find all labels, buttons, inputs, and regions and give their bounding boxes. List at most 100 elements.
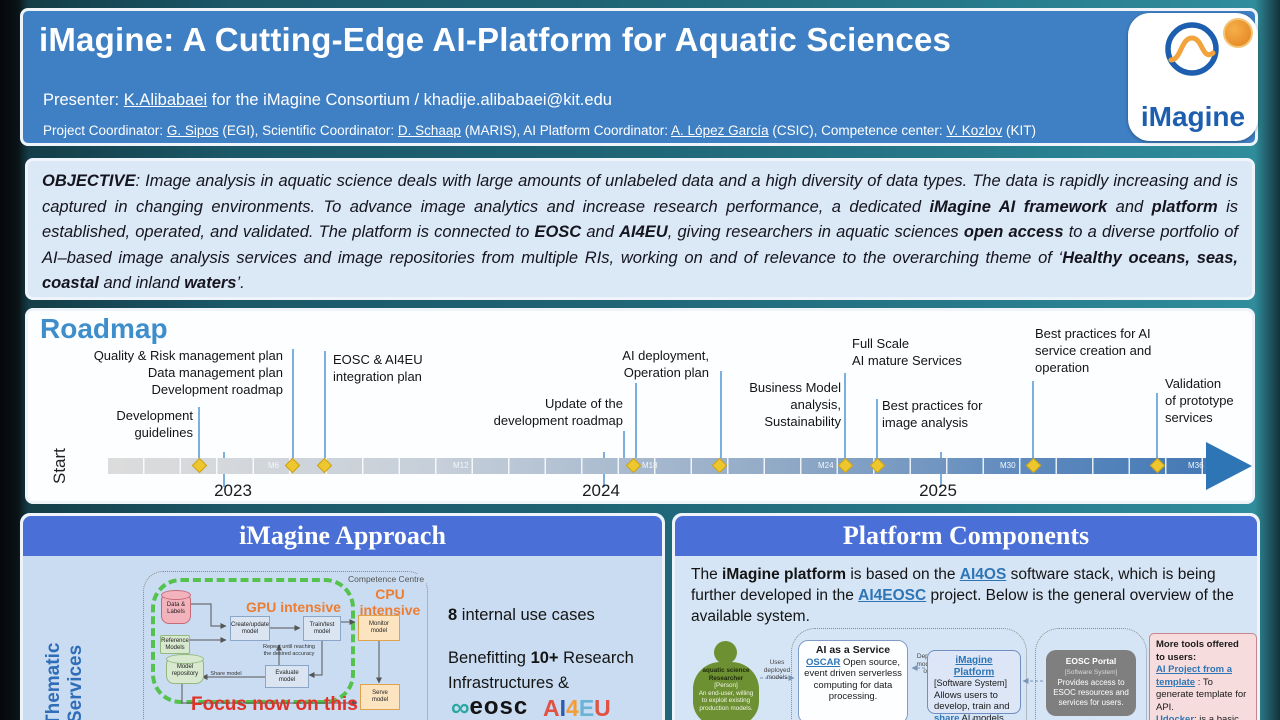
milestone-label: Business Model analysis, Sustainability xyxy=(749,380,841,429)
year-label: 2023 xyxy=(214,481,252,500)
focus-region-outline xyxy=(151,578,355,704)
coordinators-line: Project Coordinator: G. Sipos (EGI), Sci… xyxy=(43,123,1036,138)
eosc-dotted-region xyxy=(1035,628,1147,720)
box-text: Allows users to develop, train and xyxy=(934,689,1010,713)
milestone-label: Best practices for AI service creation a… xyxy=(1035,326,1152,375)
objective-panel: OBJECTIVE: Image analysis in aquatic sci… xyxy=(25,158,1255,300)
objective-segment: to a diverse portfolio of AI–based image… xyxy=(42,223,1239,267)
coordinator-name-link[interactable]: G. Sipos xyxy=(166,123,219,138)
presenter-label: Presenter: xyxy=(43,91,124,109)
ai4eu-letter: A xyxy=(543,695,560,720)
researcher-person-icon: aquatic science Researcher[Person]An end… xyxy=(693,641,759,720)
approach-panel: iMagine Approach Thematic Services Compe… xyxy=(20,513,665,720)
create-update-node: Create/update model xyxy=(230,616,270,641)
evaluate-node: Evaluate model xyxy=(265,665,309,688)
ai4os-link[interactable]: AI4OS xyxy=(959,566,1007,583)
milestone-label: Development guidelines xyxy=(116,408,193,440)
ai4eu-letter: 4 xyxy=(566,695,579,720)
repeat-note: Repeat until reaching the desired accura… xyxy=(263,644,315,657)
approach-header: iMagine Approach xyxy=(23,516,662,556)
timeline-tick-label: M24 xyxy=(818,461,834,470)
uses-arrow-label: Uses deployed models xyxy=(763,659,791,681)
coordinator-affil: (CSIC), xyxy=(768,123,822,138)
stat-text: internal use cases xyxy=(457,606,595,624)
objective-segment: Healthy oceans, seas, coastal xyxy=(42,248,1238,293)
udocker-link[interactable]: Udocker xyxy=(1156,714,1195,720)
timeline-tick-label: M6 xyxy=(268,461,280,470)
monitor-node: Monitor model xyxy=(358,615,400,641)
presenter-name-link[interactable]: K.Alibabaei xyxy=(123,91,208,109)
train-test-node: Train/test model xyxy=(303,616,341,641)
logo-wave-icon xyxy=(1165,22,1219,76)
objective-segment: waters xyxy=(184,274,237,292)
coordinator-name-link[interactable]: A. López García xyxy=(671,123,769,138)
stat-text: Research Infrastructures & xyxy=(448,649,634,692)
timeline-bar xyxy=(108,458,1208,474)
node-label: Monitor model xyxy=(368,621,389,634)
objective-segment: : Image analysis in aquatic science deal… xyxy=(42,172,1238,216)
box-title: More tools offered to users: xyxy=(1156,639,1239,663)
presenter-line: Presenter: K.Alibabaei for the iMagine C… xyxy=(43,91,612,110)
share-link[interactable]: share xyxy=(934,712,960,720)
objective-segment: EOSC xyxy=(534,223,582,241)
platform-header: Platform Components xyxy=(675,516,1257,556)
eosc-portal-box: EOSC Portal[Software System]Provides acc… xyxy=(1046,650,1136,716)
ai4eosc-link[interactable]: AI4EOSC xyxy=(858,587,927,604)
timeline-tick-label: M36 xyxy=(1188,461,1204,470)
roadmap-panel: Roadmap Start M6 M12 M18 M xyxy=(25,308,1255,504)
imagine-platform-box: iMagine Platform[Software System]Allows … xyxy=(927,650,1021,720)
ai4eu-letter: I xyxy=(559,695,567,720)
stat-number: 8 xyxy=(448,606,458,624)
flow-arrow xyxy=(308,641,323,678)
stat-text: Benefitting xyxy=(448,649,531,667)
eosc-logo: ∞eosc xyxy=(451,692,528,720)
approach-arrows xyxy=(181,603,382,706)
objective-text: OBJECTIVE: Image analysis in aquatic sci… xyxy=(42,169,1238,297)
node-label: Evaluate model xyxy=(275,669,299,683)
objective-segment: ’. xyxy=(236,274,245,292)
timeline-tick-label: M18 xyxy=(642,461,658,470)
node-label: Serve model xyxy=(371,690,389,703)
person-body: aquatic science Researcher[Person]An end… xyxy=(693,662,759,720)
coordinator-name-link[interactable]: D. Schaap xyxy=(397,123,461,138)
platform-arrows xyxy=(760,665,1094,720)
objective-segment: AI4EU xyxy=(619,223,668,241)
ai4eu-letter: U xyxy=(594,695,611,720)
node-label: Create/update model xyxy=(230,621,270,635)
ai4eu-letter: E xyxy=(578,695,595,720)
intro-segment: is based on the xyxy=(846,566,960,583)
node-label: Reference Models xyxy=(161,637,189,651)
ai4eu-logo: AI4EU xyxy=(543,695,611,720)
flow-arrow xyxy=(181,680,358,706)
milestone-label: EOSC & AI4EU integration plan xyxy=(333,352,423,384)
person-title: aquatic science Researcher xyxy=(702,667,750,682)
header-panel: iMagine: A Cutting-Edge AI-Platform for … xyxy=(20,8,1258,146)
services-dotted-region xyxy=(791,628,1027,720)
platform-panel: Platform Components The iMagine platform… xyxy=(672,513,1260,720)
coordinator-affil: (EGI), xyxy=(218,123,263,138)
coordinator-name-link[interactable]: V. Kozlov xyxy=(946,123,1003,138)
more-tools-box: More tools offered to users:AI Project f… xyxy=(1149,633,1257,720)
box-title: EOSC Portal xyxy=(1065,656,1117,666)
objective-segment: is established, operated, and validated.… xyxy=(42,197,1239,242)
oscar-link[interactable]: OSCAR xyxy=(806,656,841,668)
roadmap-title: Roadmap xyxy=(40,313,168,344)
competence-centre-label: Competence Centre xyxy=(346,574,427,584)
milestone-label: Quality & Risk management plan Data mana… xyxy=(93,348,283,397)
coordinator-affil: (MARIS), xyxy=(460,123,524,138)
objective-segment: and xyxy=(1107,197,1152,216)
year-label: 2024 xyxy=(582,481,620,500)
imagine-platform-link[interactable]: iMagine Platform xyxy=(953,655,995,678)
objective-segment: and xyxy=(581,223,620,241)
page-title: iMagine: A Cutting-Edge AI-Platform for … xyxy=(39,21,952,58)
milestone-label: Update of the development roadmap xyxy=(493,396,623,428)
intro-segment: software stack, which is being further d… xyxy=(691,566,1216,604)
milestone-label: AI deployment, Operation plan xyxy=(622,348,709,380)
box-subtitle: [Software System] xyxy=(934,678,1008,688)
competence-centre-box xyxy=(143,571,428,720)
coordinator-affil: (KIT) xyxy=(1002,123,1036,138)
objective-segment: open access xyxy=(963,223,1064,241)
presenter-rest: for the iMagine Consortium / khadije.ali… xyxy=(207,91,612,109)
share-model-note: Share model xyxy=(210,671,242,677)
ai-project-template-link[interactable]: AI Project from a template xyxy=(1156,664,1233,688)
